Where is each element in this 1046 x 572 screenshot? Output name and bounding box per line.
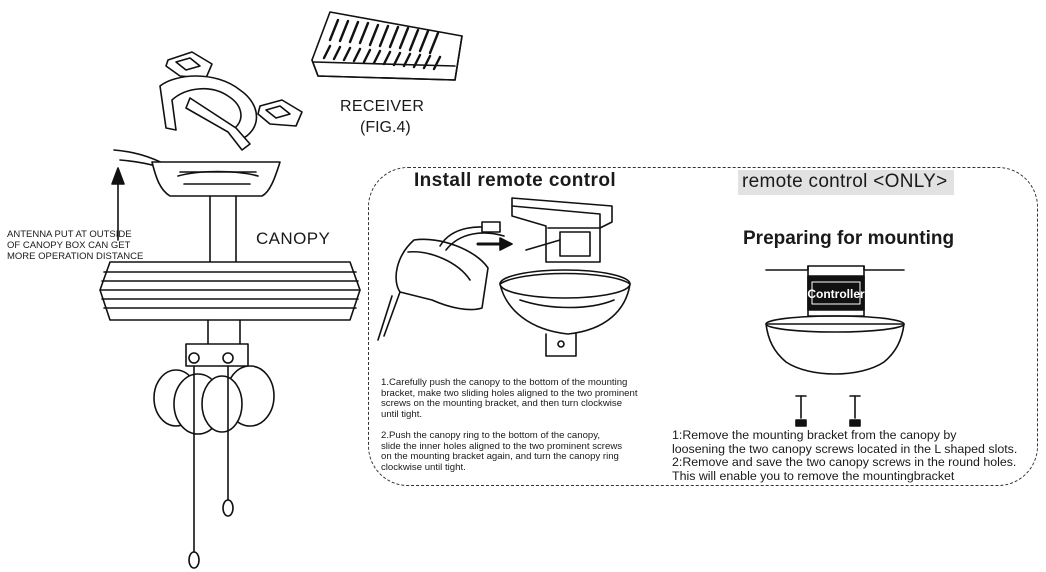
preparing-title: Preparing for mounting — [743, 228, 955, 249]
install-remote-illustration — [377, 197, 631, 357]
prep-step-1: 1:Remove the mounting bracket from the c… — [672, 428, 1018, 456]
light-kit-illustration — [153, 343, 275, 569]
fan-motor-illustration — [99, 261, 361, 345]
controller-label: Controller — [807, 287, 865, 301]
canopy-illustration — [151, 161, 281, 263]
antenna-note: ANTENNA PUT AT OUTSIDE OF CANOPY BOX CAN… — [7, 229, 144, 262]
mounting-bracket-illustration — [159, 51, 303, 151]
receiver-label: RECEIVER — [340, 98, 425, 115]
preparing-mounting-illustration — [765, 265, 905, 427]
install-title: Install remote control — [414, 170, 617, 191]
antenna-arrow-icon — [111, 167, 125, 185]
install-step-2: 2.Push the canopy ring to the bottom of … — [381, 430, 623, 473]
prep-step-2: 2:Remove and save the two canopy screws … — [672, 455, 1017, 483]
canopy-label: CANOPY — [256, 229, 331, 248]
install-step-1: 1.Carefully push the canopy to the botto… — [381, 377, 638, 420]
remote-only-badge: remote control <ONLY> — [738, 170, 954, 195]
figure-label: (FIG.4) — [360, 119, 411, 136]
remote-control-panel — [368, 167, 1038, 486]
receiver-illustration — [311, 11, 463, 81]
